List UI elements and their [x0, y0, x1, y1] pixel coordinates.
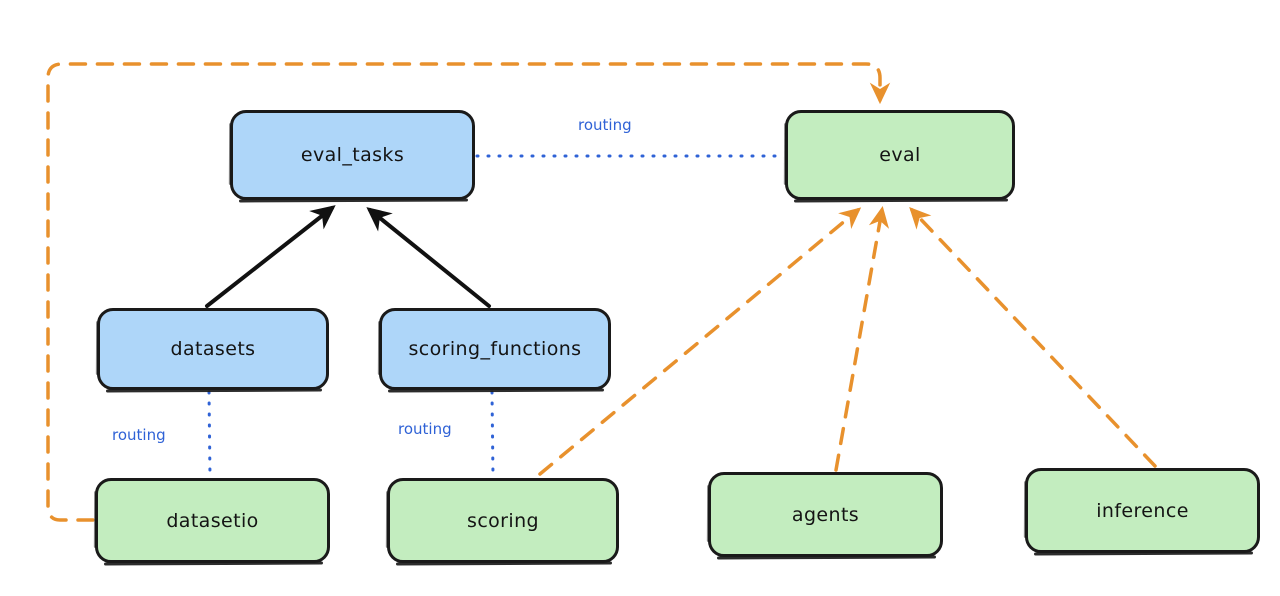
node-inference[interactable]: inference — [1025, 468, 1260, 553]
node-eval-tasks-label: eval_tasks — [300, 144, 405, 166]
edge-label-routing-datasets-datasetio: routing — [112, 426, 166, 444]
edge-scoring-functions-to-scoring — [490, 390, 495, 478]
node-agents[interactable]: agents — [708, 472, 943, 557]
edge-inference-to-eval — [909, 207, 1157, 468]
edge-scoring-to-eval — [538, 207, 862, 476]
edge-label-routing-eval-tasks-eval: routing — [578, 116, 632, 134]
node-datasetio[interactable]: datasetio — [95, 478, 330, 563]
node-scoring-label: scoring — [467, 509, 539, 532]
edge-agents-to-eval — [834, 205, 890, 472]
node-eval-tasks[interactable]: eval_tasks — [230, 110, 475, 200]
node-agents-label: agents — [791, 503, 860, 526]
node-datasets-label: datasets — [170, 338, 256, 360]
edge-datasets-to-eval-tasks — [205, 205, 336, 308]
node-inference-label: inference — [1096, 499, 1189, 522]
node-scoring-functions[interactable]: scoring_functions — [379, 308, 611, 390]
node-eval[interactable]: eval — [785, 110, 1015, 200]
edge-label-routing-scoring-functions-scoring: routing — [398, 420, 452, 438]
edge-datasetio-to-eval — [46, 62, 891, 522]
edge-datasets-to-datasetio — [207, 390, 212, 478]
node-datasets[interactable]: datasets — [97, 308, 329, 390]
node-scoring-functions-label: scoring_functions — [408, 338, 582, 360]
node-scoring[interactable]: scoring — [387, 478, 619, 563]
node-eval-label: eval — [879, 144, 921, 166]
edge-scoring-functions-to-eval-tasks — [366, 207, 491, 308]
node-datasetio-label: datasetio — [166, 509, 259, 532]
